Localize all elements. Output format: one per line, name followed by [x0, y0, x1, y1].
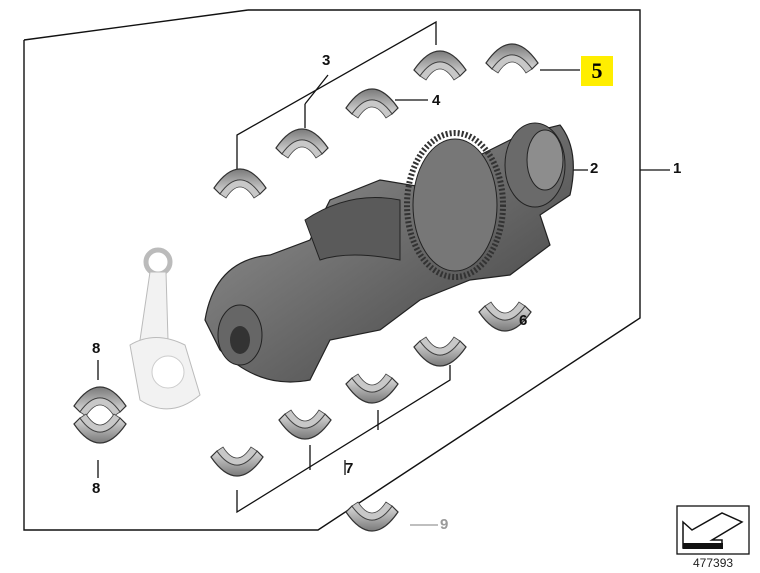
callout-1[interactable]: 1 [673, 160, 682, 177]
callout-7[interactable]: 7 [345, 460, 354, 477]
conrod-bearing-shell [73, 413, 127, 444]
callout-8-lower[interactable]: 8 [92, 480, 101, 497]
main-bearing-shell [413, 50, 467, 81]
assembly-frame [23, 9, 641, 531]
main-bearing-shell-lower [278, 409, 332, 440]
callout-9[interactable]: 9 [440, 516, 449, 533]
reference-arrow-icon [676, 505, 750, 555]
main-bearing-shell-lower [345, 373, 399, 404]
crankshaft [204, 122, 574, 383]
callout-6[interactable]: 6 [519, 312, 528, 329]
main-bearing-shell [213, 168, 267, 199]
leader-lines [97, 20, 670, 526]
reference-number: 477393 [693, 556, 734, 570]
connecting-rod [129, 247, 201, 410]
main-bearing-shell-highlighted [485, 43, 539, 74]
callout-8-upper[interactable]: 8 [92, 340, 101, 357]
callout-4[interactable]: 4 [432, 92, 441, 109]
main-bearing-shell-lower [210, 446, 264, 477]
thrust-bearing-shell [345, 88, 399, 119]
thrust-bearing-shell-lower [345, 501, 399, 532]
main-bearing-shell [275, 128, 329, 159]
assembly-frame-top [23, 9, 249, 41]
main-bearing-shell-lower [413, 336, 467, 367]
callout-2[interactable]: 2 [590, 160, 599, 177]
callout-3[interactable]: 3 [322, 52, 331, 69]
callout-5-highlighted[interactable]: 5 [581, 56, 613, 86]
conrod-bearing-shell [73, 386, 127, 417]
